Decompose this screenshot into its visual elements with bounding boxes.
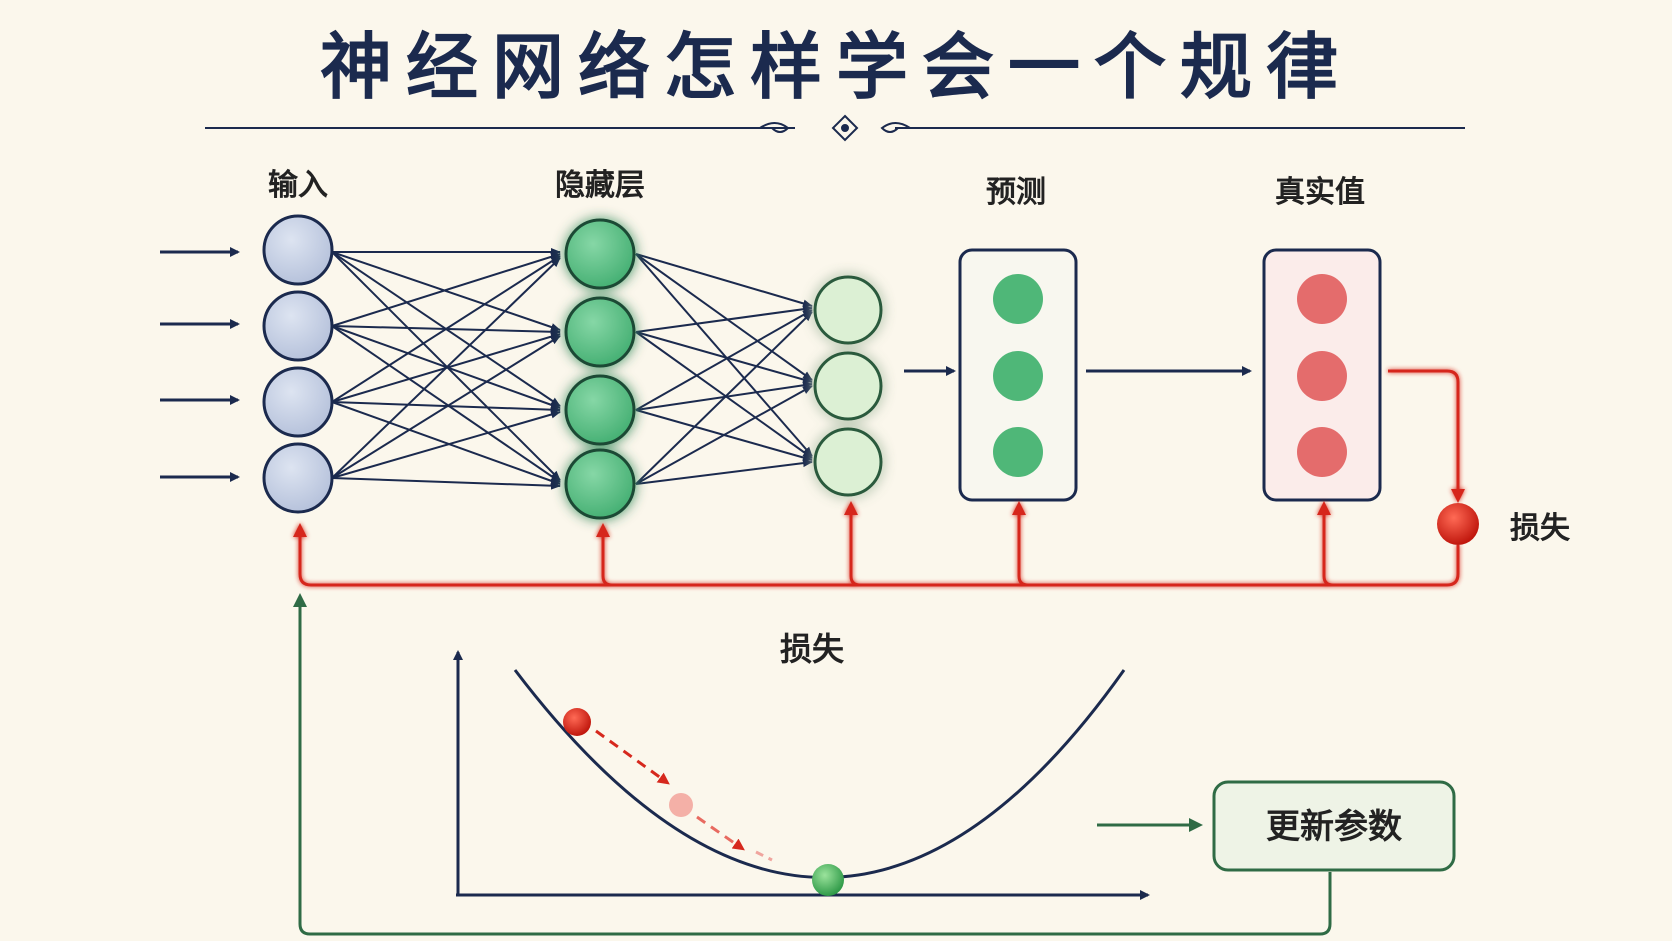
- title-divider: [205, 114, 1465, 142]
- page-title: 神经网络怎样学会一个规律: [320, 24, 1352, 109]
- hidden-node: [564, 218, 636, 290]
- hidden-layer: [564, 218, 636, 520]
- input-arrows: [160, 247, 240, 482]
- descent-arrow: [595, 729, 670, 785]
- loss-node: [1437, 503, 1479, 545]
- truth-box: [1262, 248, 1382, 502]
- input-node: [262, 442, 334, 514]
- descent-arrow: [696, 815, 745, 851]
- loss-curve-label: 损失: [780, 630, 845, 668]
- descent-ball: [563, 708, 591, 736]
- label-loss-node: 损失: [1510, 511, 1571, 546]
- truth-dot: [1297, 351, 1347, 401]
- hidden-node: [564, 448, 636, 520]
- output-layer: [813, 275, 883, 497]
- update-feedback: [293, 593, 1332, 936]
- prediction-dot: [993, 351, 1043, 401]
- connections-hidden-output: [635, 253, 813, 485]
- output-node: [813, 351, 883, 421]
- input-node: [262, 366, 334, 438]
- loss-curve-chart: 损失: [453, 630, 1150, 900]
- hidden-node: [564, 296, 636, 368]
- ornament-divider-icon: [759, 114, 911, 142]
- label-input: 输入: [268, 168, 328, 203]
- prediction-dot: [993, 274, 1043, 324]
- connections-input-hidden: [331, 248, 561, 490]
- descent-ball-ghost: [669, 793, 693, 817]
- input-node: [262, 290, 334, 362]
- loss-curve: [513, 669, 1126, 879]
- truth-dot: [1297, 274, 1347, 324]
- loss-feedback: [293, 369, 1465, 587]
- hidden-node: [564, 374, 636, 446]
- input-layer: [262, 214, 334, 514]
- label-prediction: 预测: [986, 175, 1046, 210]
- update-params-box: 更新参数: [1212, 780, 1456, 872]
- prediction-box: [958, 248, 1078, 502]
- input-node: [262, 214, 334, 286]
- update-params-label: 更新参数: [1266, 807, 1402, 847]
- output-node: [813, 275, 883, 345]
- label-hidden-layer: 隐藏层: [555, 168, 645, 203]
- output-node: [813, 427, 883, 497]
- truth-dot: [1297, 427, 1347, 477]
- prediction-dot: [993, 427, 1043, 477]
- descent-arrow: [755, 850, 773, 862]
- minimum-ball: [812, 864, 844, 896]
- label-truth: 真实值: [1275, 175, 1365, 210]
